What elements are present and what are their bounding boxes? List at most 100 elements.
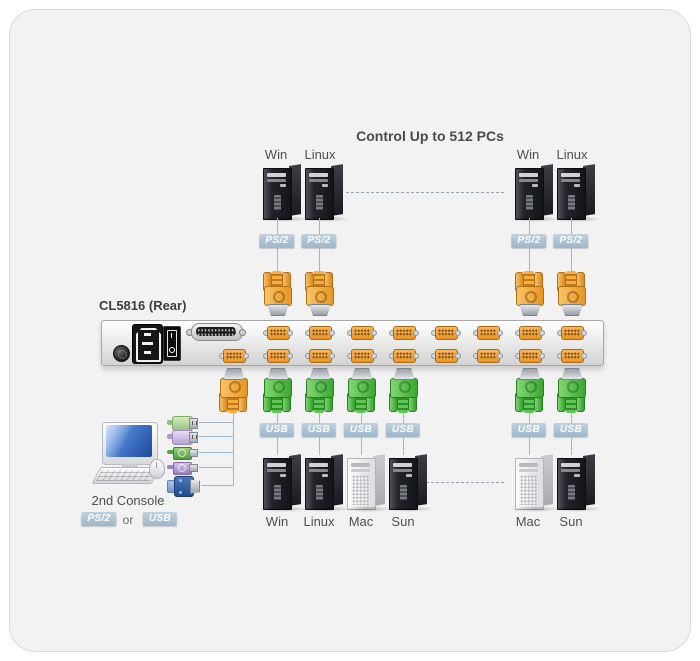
cable-line xyxy=(529,218,530,235)
vga-cable-connector-green xyxy=(557,368,586,413)
cable-line xyxy=(277,413,278,424)
computer-tower xyxy=(300,454,350,512)
console-label: 2nd Console xyxy=(91,493,165,508)
computer-tower xyxy=(258,164,308,222)
cable-line xyxy=(319,413,320,424)
interface-badge-ps2: PS/2 xyxy=(553,234,589,248)
cable-line xyxy=(571,437,572,455)
ps2-mouse-connector-icon xyxy=(167,430,198,445)
computer-tower xyxy=(258,454,308,512)
computer-label: Win xyxy=(265,514,289,529)
device-label: CL5816 (Rear) xyxy=(99,298,187,313)
computer-tower xyxy=(552,164,602,222)
kvm-port xyxy=(431,325,461,340)
computer-label: Mac xyxy=(515,514,541,529)
cable-line xyxy=(201,485,234,486)
kvm-port xyxy=(431,348,461,363)
vga-cable-connector-green xyxy=(347,368,376,413)
cable-line xyxy=(277,248,278,272)
vga-cable-connector-orange xyxy=(515,271,544,316)
kvm-port xyxy=(557,325,587,340)
kvm-port xyxy=(389,325,419,340)
console-vga-port xyxy=(219,348,249,363)
vga-cable-connector-green xyxy=(515,368,544,413)
cable-line xyxy=(403,437,404,455)
console-vga-cable-connector xyxy=(219,368,248,413)
kvm-port xyxy=(263,348,293,363)
kvm-port xyxy=(473,325,503,340)
computer-label: Sun xyxy=(391,514,415,529)
kvm-port xyxy=(389,348,419,363)
console-or-text: or xyxy=(122,513,134,527)
console-badge-usb: USB xyxy=(142,512,178,526)
computer-label: Sun xyxy=(559,514,583,529)
interface-badge-ps2: PS/2 xyxy=(511,234,547,248)
cable-line xyxy=(571,413,572,424)
computer-tower xyxy=(552,454,602,512)
interface-badge-usb: USB xyxy=(385,423,421,437)
cable-line xyxy=(361,413,362,424)
kvm-port xyxy=(305,348,335,363)
ps2-keyboard-connector-icon xyxy=(167,416,198,431)
continuation-dashed-line-bottom xyxy=(426,482,504,483)
computer-tower xyxy=(510,164,560,222)
computer-label: Win xyxy=(516,147,540,162)
firmware-port-icon xyxy=(113,345,130,362)
cable-line xyxy=(529,248,530,272)
kvm-switch-rear-panel xyxy=(101,320,604,366)
computer-label: Linux xyxy=(303,514,335,529)
cable-line xyxy=(361,437,362,455)
kvm-port xyxy=(515,325,545,340)
interface-badge-usb: USB xyxy=(511,423,547,437)
monitor-stand xyxy=(122,464,138,468)
computer-label: Linux xyxy=(304,147,336,162)
kvm-port xyxy=(305,325,335,340)
diagram-title: Control Up to 512 PCs xyxy=(356,128,504,144)
vga-cable-connector-orange xyxy=(305,271,334,316)
cable-line xyxy=(319,437,320,455)
interface-badge-ps2: PS/2 xyxy=(301,234,337,248)
computer-tower xyxy=(384,454,434,512)
daisy-chain-port xyxy=(186,323,246,341)
cable-line xyxy=(199,467,234,468)
cable-line xyxy=(571,218,572,235)
vga-cable-connector-green xyxy=(389,368,418,413)
cable-line xyxy=(277,437,278,455)
vga-monitor-connector-icon xyxy=(167,476,200,497)
usb-keyboard-connector-icon xyxy=(167,447,198,460)
cable-line xyxy=(199,436,234,437)
computer-label: Win xyxy=(264,147,288,162)
vga-cable-connector-green xyxy=(263,368,292,413)
kvm-port xyxy=(347,348,377,363)
cable-line xyxy=(403,413,404,424)
interface-badge-ps2: PS/2 xyxy=(259,234,295,248)
cable-line xyxy=(319,218,320,235)
cable-line xyxy=(529,413,530,424)
vga-cable-connector-orange xyxy=(263,271,292,316)
cable-line xyxy=(199,452,234,453)
cable-line xyxy=(319,248,320,272)
power-switch xyxy=(163,326,181,361)
vga-cable-connector-green xyxy=(305,368,334,413)
console-cable-bus-line xyxy=(233,413,234,486)
mouse-icon xyxy=(149,459,165,479)
computer-label: Mac xyxy=(348,514,374,529)
computer-tower xyxy=(300,164,350,222)
power-inlet xyxy=(132,324,163,364)
interface-badge-usb: USB xyxy=(553,423,589,437)
interface-badge-usb: USB xyxy=(343,423,379,437)
console-badge-ps2: PS/2 xyxy=(81,512,117,526)
kvm-port xyxy=(515,348,545,363)
kvm-port xyxy=(347,325,377,340)
computer-tower xyxy=(510,454,560,512)
cable-line xyxy=(571,248,572,272)
monitor-icon xyxy=(102,422,158,465)
cable-line xyxy=(199,422,234,423)
interface-badge-usb: USB xyxy=(259,423,295,437)
kvm-port xyxy=(473,348,503,363)
kvm-port xyxy=(557,348,587,363)
continuation-dashed-line-top xyxy=(346,192,504,193)
cable-line xyxy=(277,218,278,235)
computer-tower xyxy=(342,454,392,512)
vga-cable-connector-orange xyxy=(557,271,586,316)
